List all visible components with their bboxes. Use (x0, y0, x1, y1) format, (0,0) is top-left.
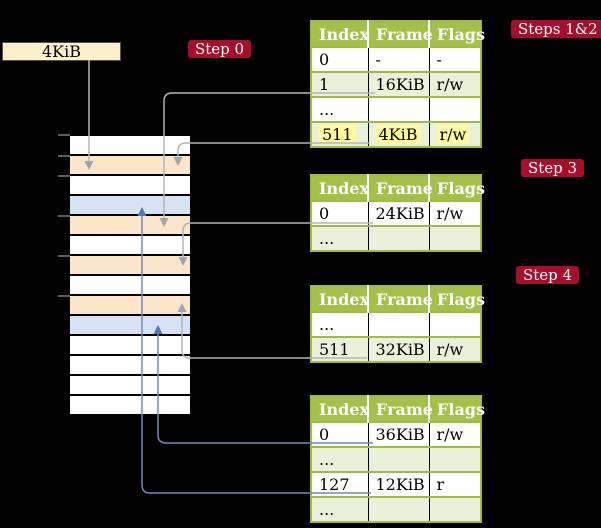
table-row: ... (311, 446, 481, 472)
table-cell: 32KiB (368, 336, 430, 362)
memory-strip (70, 136, 190, 416)
table-cell (429, 311, 481, 337)
memory-frame-pagetable (70, 156, 190, 174)
memory-frame-pagetable (70, 216, 190, 234)
table-cell (368, 96, 430, 122)
memory-frame-white (70, 336, 190, 354)
column-header: Flags (429, 396, 485, 422)
table-cell: 0 (311, 200, 369, 226)
memory-frame-white (70, 136, 190, 154)
column-header: Index (311, 175, 369, 201)
column-header: Frame (368, 396, 433, 422)
memory-frame-white (70, 276, 190, 294)
memory-frame-white (70, 356, 190, 374)
table-cell: 36KiB (368, 421, 430, 447)
column-header: Index (311, 286, 369, 312)
table-cell: r (429, 471, 481, 497)
table-cell: r/w (429, 421, 481, 447)
table-cell (368, 496, 430, 522)
arrowhead-icon (159, 218, 169, 227)
badge-step-4: Step 4 (516, 266, 580, 284)
column-header: Flags (429, 175, 485, 201)
badge-steps-1-2: Steps 1&2 (511, 20, 601, 38)
column-header: Frame (368, 21, 433, 47)
badge-step-0: Step 0 (188, 40, 252, 58)
badge-step-3: Step 3 (521, 159, 585, 177)
table-cell: r/w (429, 336, 481, 362)
table-cell: - (368, 46, 430, 72)
table-cell (368, 311, 430, 337)
column-header: Index (311, 21, 369, 47)
table-cell (429, 225, 481, 251)
table-cell: 24KiB (368, 200, 430, 226)
table-cell (429, 496, 481, 522)
highlighted-value: 511 (319, 125, 356, 144)
table-cell (368, 446, 430, 472)
memory-frame-white (70, 236, 190, 254)
table-cell: ... (311, 225, 369, 251)
table-cell (368, 225, 430, 251)
table-cell: - (429, 46, 481, 72)
memory-frame-white (70, 176, 190, 194)
highlighted-value: r/w (436, 125, 470, 144)
arrow-pt3-511-to-frame-32kib (181, 312, 367, 359)
memory-frame-pagetable (70, 256, 190, 274)
table-row: 0-- (311, 46, 481, 72)
arrowhead-icon (84, 161, 94, 170)
column-header: Frame (368, 286, 433, 312)
arrowhead-icon (178, 257, 188, 266)
memory-frame-pagetable (70, 296, 190, 314)
column-header: Index (311, 396, 369, 422)
table-cell: 16KiB (368, 71, 430, 97)
table-cell: r/w (429, 200, 481, 226)
table-cell: ... (311, 496, 369, 522)
column-header: Flags (429, 21, 485, 47)
memory-frame-data (70, 196, 190, 214)
table-cell: ... (311, 446, 369, 472)
table-cell: r/w (429, 121, 481, 147)
frame-size-box: 4KiB (2, 42, 121, 61)
column-header: Flags (429, 286, 485, 312)
table-cell: ... (311, 96, 369, 122)
table-cell: ... (311, 311, 369, 337)
arrow-pt4-0-to-frame-36kib (157, 334, 373, 444)
table-cell: 12KiB (368, 471, 430, 497)
table-row: ... (311, 225, 481, 251)
memory-frame-white (70, 396, 190, 414)
table-cell (429, 96, 481, 122)
table-cell: r/w (429, 71, 481, 97)
table-cell: 4KiB (368, 121, 430, 147)
arrow-pd511-to-frame-4kib (177, 142, 370, 157)
arrow-pd1-to-frame-16kib (163, 92, 375, 218)
column-header: Frame (368, 175, 433, 201)
table-row: ... (311, 496, 481, 522)
arrowhead-icon (173, 157, 183, 166)
memory-address-ticks (58, 134, 70, 297)
highlighted-value: 4KiB (375, 125, 421, 144)
arrowhead-icon (177, 303, 187, 312)
memory-frame-white (70, 376, 190, 394)
table-row: ... (311, 96, 481, 122)
arrowhead-icon (153, 325, 163, 334)
arrow-pt4-127-to-frame-12kib (141, 216, 371, 494)
arrowhead-icon (137, 207, 147, 216)
table-cell (429, 446, 481, 472)
table-cell: 0 (311, 46, 369, 72)
arrow-pt2-0-to-frame-24kib (182, 222, 373, 257)
table-row: ... (311, 311, 481, 337)
